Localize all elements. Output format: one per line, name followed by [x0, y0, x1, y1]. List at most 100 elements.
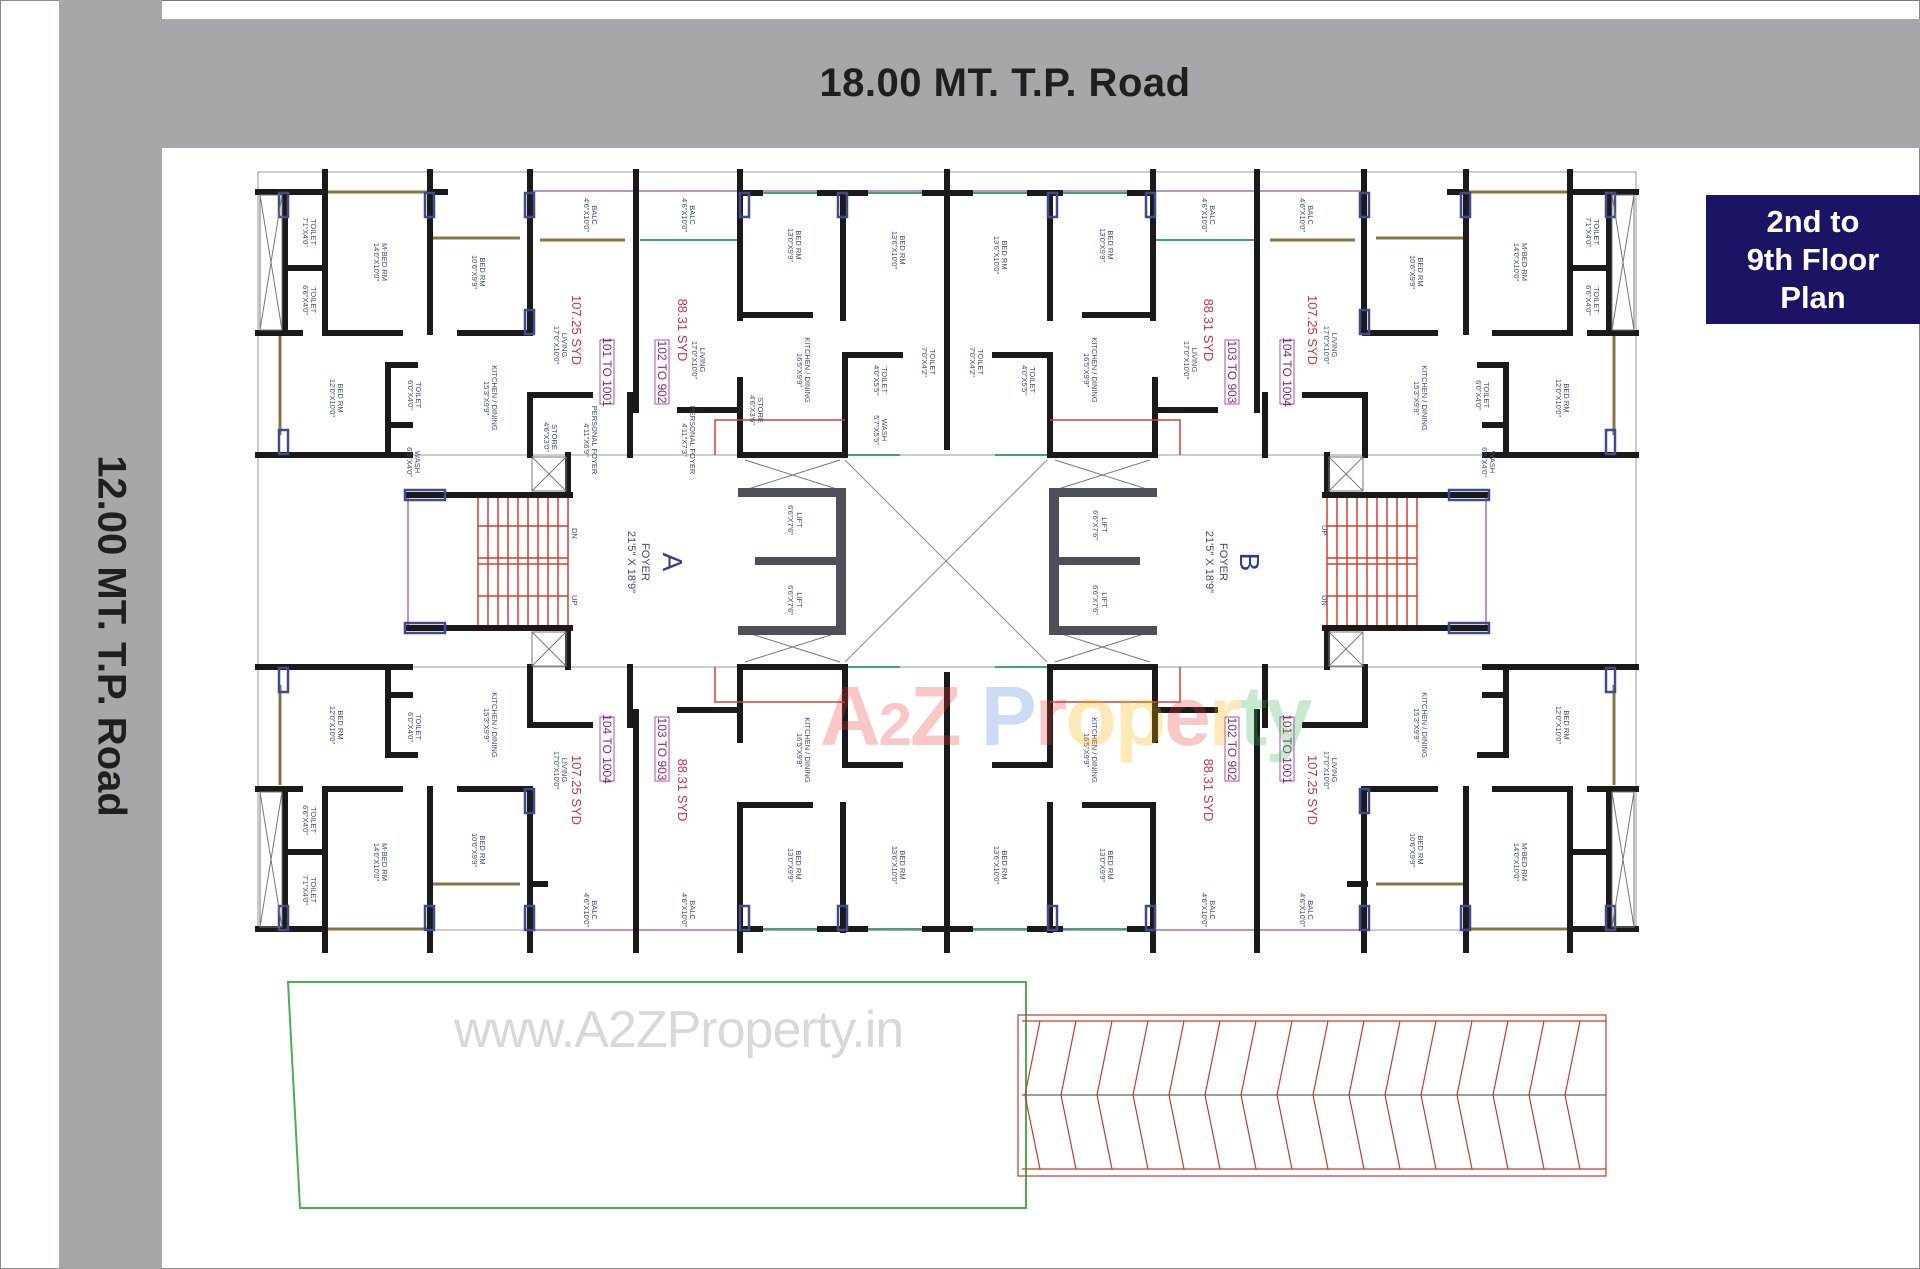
room-kitchen-tr-size: 15'3"X9'9": [1412, 381, 1421, 415]
unit-101-range: 101 TO 1001: [600, 337, 614, 407]
floor-badge-line1: 2nd to: [1766, 203, 1860, 239]
room-pfoyer-tl: PERSONAL FOYER: [590, 406, 599, 475]
room-mbed-bl: M-BED RM: [380, 843, 389, 881]
room-bed-b5-size: 13'6"X10'0": [992, 846, 1001, 885]
unit-101b-range: 101 TO 1001: [1280, 714, 1294, 784]
room-toilet-t3: TOILET: [880, 367, 889, 394]
room-bed-bl2-size: 10'6"X9'9": [470, 833, 479, 867]
room-living-bl: LIVING: [560, 758, 569, 783]
top-border-line: [162, 0, 1920, 1]
wing-b-foyer-label: FOYER: [1217, 543, 1229, 581]
top-road-band: [162, 19, 1920, 148]
room-mbed-br-size: 14'0"X10'0": [1512, 843, 1521, 882]
room-toilet-tl1-size: 7'1"X4'0": [301, 217, 310, 247]
room-bed-tl-size: 10'6"X9'9": [470, 255, 479, 289]
room-mbed-tr: M-BED RM: [1520, 243, 1529, 281]
room-living-t3: LIVING: [1190, 348, 1199, 373]
room-bed-bl-size: 12'0"X10'0": [328, 706, 337, 745]
room-toilet-t6-size: 4'0"X5'5": [1020, 365, 1029, 395]
room-toilet-t4: TOILET: [928, 349, 937, 376]
unit-102b-range: 102 TO 902: [1225, 718, 1239, 781]
room-kitchen-b3-size: 16'5"X9'9": [1082, 733, 1091, 767]
room-kitchen-br-size: 15'3"X9'9": [1412, 708, 1421, 742]
room-living-tl: LIVING: [560, 333, 569, 358]
room-toilet-tr1-size: 7'1"X4'0": [1584, 217, 1593, 247]
room-balc-b1: BALC: [590, 900, 599, 920]
unit-104-area: 107.25 SYD: [1305, 295, 1320, 365]
kitchen-counters: [714, 419, 1181, 703]
room-kitchen-t3-size: 16'5"X9'9": [1082, 353, 1091, 387]
room-toilet-t5-size: 7'0"X4'2": [968, 347, 977, 377]
room-living-tl-size: 17'0"X10'0": [552, 326, 561, 365]
staircase-b: [1326, 498, 1418, 625]
left-road-band: [59, 0, 162, 1269]
stair-a-dn: DN: [570, 528, 579, 539]
room-kitchen-t3: KITCHEN / DINING: [1090, 337, 1099, 403]
room-bed-bl2: BED RM: [478, 835, 487, 864]
room-toilet-bl2: TOILET: [309, 877, 318, 904]
stair-a-up: UP: [570, 595, 579, 605]
room-kitchen-tr: KITCHEN / DINING: [1420, 365, 1429, 431]
watermark-logo-char: o: [1065, 669, 1116, 763]
room-toilet-t3-size: 4'0"X5'5": [872, 365, 881, 395]
room-balc-t2: BALC: [688, 205, 697, 225]
room-bed-mr-size: 12'0"X10'0": [1554, 379, 1563, 418]
room-balc-b4-size: 4'6"X10'0": [1298, 893, 1307, 927]
unit-103b-area: 88.31 SYD: [675, 759, 690, 822]
room-bed-b4-size: 13'6"X10'0": [890, 846, 899, 885]
unit-103b-range: 103 TO 903: [655, 718, 669, 781]
watermark-logo-char: p: [1114, 669, 1166, 763]
unit-103-area: 88.31 SYD: [1201, 299, 1216, 362]
room-living-br-size: 17'0"X10'0": [1322, 751, 1331, 790]
room-living-br: LIVING: [1330, 758, 1339, 783]
lift-core-b: [1049, 488, 1157, 635]
room-labels: M-BED RM 14'0"X10'0" BED RM 10'6"X9'9" T…: [301, 198, 1601, 927]
lift-b1-label: LIFT: [1100, 517, 1109, 533]
wing-b-letter: B: [1234, 553, 1265, 572]
stair-b-dn: DN: [1320, 595, 1329, 606]
unit-104-range: 104 TO 1004: [1280, 337, 1294, 407]
parking-ramp: [1017, 1014, 1607, 1177]
room-bed-t3-size: 13'0"X9'9": [786, 228, 795, 262]
lift-core-a: [738, 488, 846, 635]
room-bed-t4-size: 13'6"X10'0": [890, 231, 899, 270]
watermark-logo-char: t: [1239, 669, 1267, 763]
room-wash-tr-size: 6'5"X4'0": [1480, 447, 1489, 477]
room-balc-b3-size: 4'6"X10'0": [1200, 893, 1209, 927]
room-kitchen-bl: KITCHEN / DINING: [490, 692, 499, 758]
lift-a2-label: LIFT: [795, 592, 804, 608]
unit-101-area: 107.25 SYD: [569, 295, 584, 365]
room-kitchen-b2-size: 16'5"X9'9": [795, 733, 804, 767]
watermark-logo-char: 2: [878, 691, 912, 758]
room-bed-tr: BED RM: [1416, 257, 1425, 286]
floor-badge-line2: 9th Floor: [1746, 241, 1880, 277]
top-road-label: 18.00 MT. T.P. Road: [819, 61, 1191, 105]
room-wash-tl: WASH: [413, 451, 422, 473]
unit-104b-area: 107.25 SYD: [569, 755, 584, 825]
wing-a-letter: A: [657, 553, 688, 572]
room-kitchen-t2-size: 16'5"X9'9": [795, 353, 804, 387]
room-toilet-mr: TOILET: [1482, 382, 1491, 409]
lift-b1-size: 6'6"X7'6": [1091, 510, 1100, 540]
unit-103-range: 103 TO 903: [1225, 341, 1239, 404]
room-bed-t6-size: 13'0"X9'9": [1098, 228, 1107, 262]
room-bed-t5-size: 13'6"X10'0": [992, 236, 1001, 275]
room-bed-mr: BED RM: [1562, 383, 1571, 412]
room-kitchen-br: KITCHEN / DINING: [1420, 692, 1429, 758]
room-bed-br: BED RM: [1562, 710, 1571, 739]
room-toilet-tl2: TOILET: [309, 287, 318, 314]
lift-a1-size: 6'6"X7'6": [786, 505, 795, 535]
room-kitchen-bl-size: 15'3"X9'9": [482, 708, 491, 742]
room-kitchen-t2: KITCHEN / DINING: [803, 337, 812, 403]
watermark-logo-char: y: [1265, 669, 1312, 763]
room-balc-t4-size: 4'6"X10'0": [1298, 198, 1307, 232]
room-bed-br2: BED RM: [1416, 835, 1425, 864]
unit-102-area: 88.31 SYD: [675, 299, 690, 362]
room-living-tr-size: 17'0"X10'0": [1322, 326, 1331, 365]
room-store-tl-size: 4'6"X3'0": [542, 422, 551, 452]
room-wash-tr: WASH: [1488, 451, 1497, 473]
room-toilet-t6: TOILET: [1028, 367, 1037, 394]
unit-101b-area: 107.25 SYD: [1305, 755, 1320, 825]
room-bed-ml-size: 12'0"X10'0": [328, 379, 337, 418]
